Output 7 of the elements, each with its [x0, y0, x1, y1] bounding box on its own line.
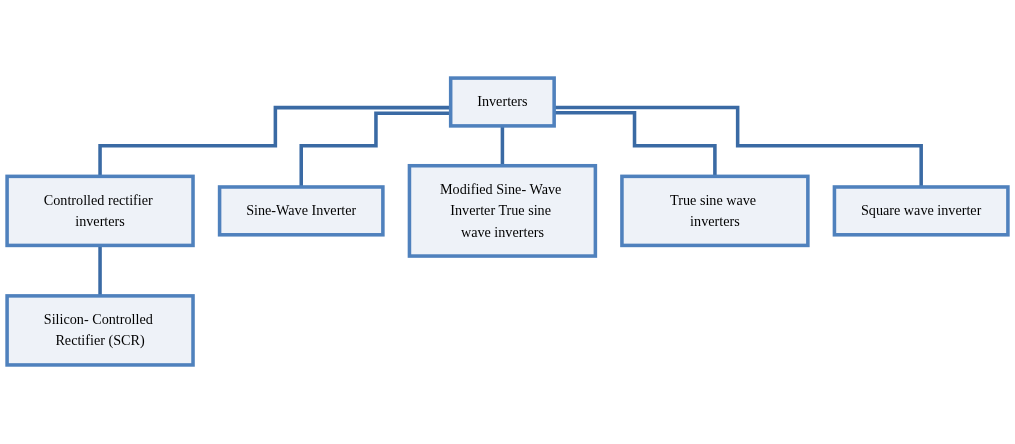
- node-box: Square wave inverter: [832, 185, 1010, 238]
- node-box: Modified Sine- Wave Inverter True sine wave inverters: [407, 164, 598, 259]
- node-box: Controlled rectifier inverters: [5, 175, 195, 248]
- node-box: Inverters: [448, 76, 556, 129]
- node-box: True sine wave inverters: [620, 175, 810, 248]
- node-box: Silicon- Controlled Rectifier (SCR): [5, 294, 195, 368]
- node-box: Sine-Wave Inverter: [217, 185, 385, 238]
